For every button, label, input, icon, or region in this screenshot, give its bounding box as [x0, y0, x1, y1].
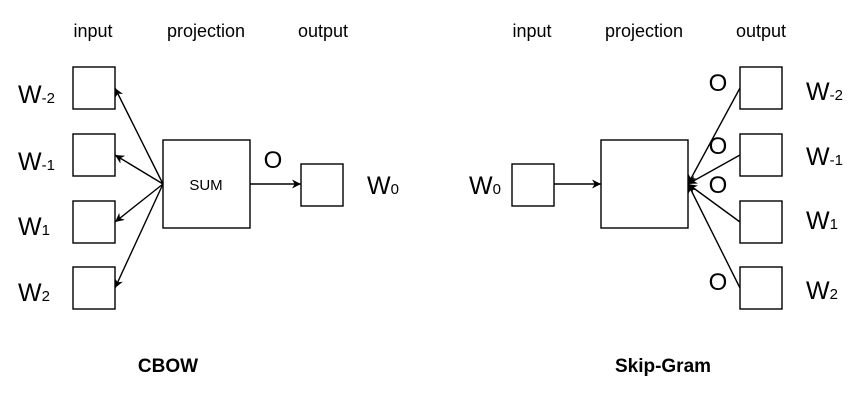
skipgram-edge [687, 183, 741, 289]
skipgram-output-label: W2 [806, 277, 838, 305]
skipgram-output-label: W-1 [806, 143, 843, 171]
skipgram-projection-header: projection [605, 21, 683, 41]
cbow-input-label: W1 [18, 213, 50, 241]
skipgram-output-header: output [736, 21, 786, 41]
skipgram-output-label: W1 [806, 207, 838, 235]
skipgram-edge [687, 87, 741, 185]
cbow-input-box [72, 266, 116, 310]
skipgram-projection-box [600, 139, 689, 229]
cbow-edge [114, 154, 164, 185]
skipgram-output-marker: O [709, 70, 728, 97]
cbow-sum-label: SUM [189, 177, 222, 194]
cbow-edge [114, 183, 164, 289]
skipgram-input-box [511, 163, 555, 207]
cbow-output-marker: O [264, 147, 283, 174]
cbow-output-label: W0 [367, 172, 399, 200]
cbow-input-label: W-2 [18, 81, 55, 109]
cbow-edge [114, 183, 164, 223]
skipgram-input-header: input [512, 21, 551, 41]
cbow-input-box [72, 66, 116, 110]
cbow-input-label: W2 [18, 279, 50, 307]
cbow-input-box [72, 133, 116, 177]
cbow-caption: CBOW [138, 356, 198, 377]
skipgram-edge [687, 183, 741, 223]
skipgram-model: input projection output W0 O O O O W-2 W… [469, 21, 843, 377]
skipgram-output-box [739, 200, 783, 244]
cbow-projection-header: projection [167, 21, 245, 41]
cbow-edge [114, 87, 164, 185]
skipgram-output-box [739, 266, 783, 310]
skipgram-edge [687, 154, 741, 185]
cbow-sum-box [162, 139, 251, 229]
cbow-input-box [72, 200, 116, 244]
cbow-model: input projection output W-2 W-1 W1 W2 SU… [18, 21, 399, 377]
skipgram-caption: Skip-Gram [615, 356, 711, 377]
cbow-output-header: output [298, 21, 348, 41]
skipgram-output-marker: O [709, 133, 728, 160]
skipgram-output-marker: O [709, 172, 728, 199]
cbow-input-header: input [73, 21, 112, 41]
skipgram-output-label: W-2 [806, 78, 843, 106]
cbow-output-box [300, 163, 344, 207]
skipgram-output-marker: O [709, 269, 728, 296]
skipgram-input-label: W0 [469, 172, 501, 200]
skipgram-output-box [739, 133, 783, 177]
skipgram-output-box [739, 66, 783, 110]
cbow-input-label: W-1 [18, 148, 55, 176]
